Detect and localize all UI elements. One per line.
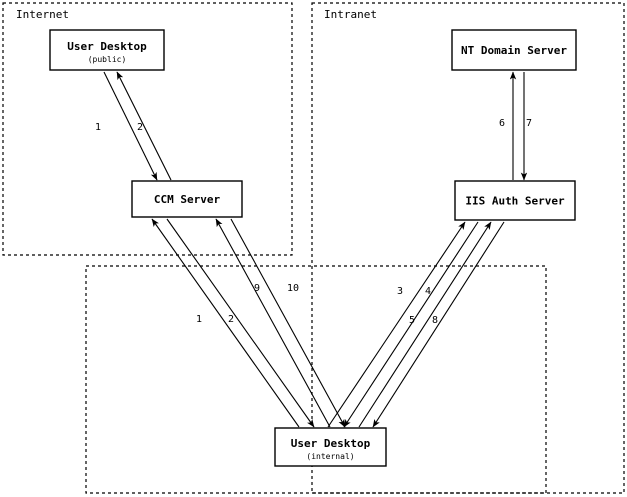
zone-boundary-internal-lan <box>85 265 547 494</box>
flow-step-label-1: 1 <box>196 314 202 325</box>
node-user-desktop-internal[interactable]: User Desktop (internal) <box>274 427 387 467</box>
zone-boundary-internet <box>2 2 293 256</box>
node-box-user-desktop-internal[interactable] <box>274 427 387 467</box>
edge-5-internal-to-iis <box>358 221 492 428</box>
flow-step-label-8: 8 <box>432 315 438 326</box>
flow-step-label-2: 2 <box>137 122 143 133</box>
node-title-nt-domain-server: NT Domain Server <box>461 44 567 57</box>
node-nt-domain-server[interactable]: NT Domain Server <box>451 29 577 71</box>
node-ccm-server[interactable]: CCM Server <box>131 180 243 218</box>
flow-step-label-9: 9 <box>254 283 260 294</box>
flow-step-label-10: 10 <box>287 283 299 294</box>
node-box-iis-auth-server[interactable] <box>454 180 576 221</box>
edge-1-public-to-ccm <box>103 71 158 181</box>
node-user-desktop-public[interactable]: User Desktop (public) <box>49 29 165 71</box>
edge-8-iis-to-internal <box>372 221 505 428</box>
zone-internal-lan <box>85 265 547 494</box>
node-title-iis-auth-server: IIS Auth Server <box>465 195 565 208</box>
node-subtitle-user-desktop-public: (public) <box>88 55 127 64</box>
edge-2-ccm-to-internal <box>166 218 315 428</box>
flow-step-label-7: 7 <box>526 118 532 129</box>
flow-step-label-4: 4 <box>425 286 431 297</box>
flow-step-label-1: 1 <box>95 122 101 133</box>
edge-10-ccm-to-internal <box>230 218 346 428</box>
node-box-user-desktop-public[interactable] <box>49 29 165 71</box>
node-title-user-desktop-public: User Desktop <box>67 40 147 53</box>
node-box-ccm-server[interactable] <box>131 180 243 218</box>
zone-internet: Internet <box>2 2 293 256</box>
edge-4-iis-to-internal <box>343 221 479 428</box>
node-subtitle-user-desktop-internal: (internal) <box>306 452 354 461</box>
zone-boundary-intranet <box>311 2 625 494</box>
edges-layer <box>103 71 528 428</box>
nodes-layer: User Desktop (public) CCM Server NT Domain … <box>49 29 577 467</box>
edge-3-internal-to-iis <box>327 221 466 428</box>
flow-step-label-3: 3 <box>397 286 403 297</box>
node-iis-auth-server[interactable]: IIS Auth Server <box>454 180 576 221</box>
flow-step-label-5: 5 <box>409 315 415 326</box>
flow-step-label-2: 2 <box>228 314 234 325</box>
zone-label-internet: Internet <box>16 8 69 21</box>
flow-labels-layer: 1 2 6 7 9 10 1 2 3 4 5 8 <box>95 118 532 326</box>
edge-9-internal-to-ccm <box>215 218 331 428</box>
edge-2-ccm-to-public <box>116 71 172 181</box>
zone-intranet: Intranet <box>311 2 625 494</box>
node-box-nt-domain-server[interactable] <box>451 29 577 71</box>
edge-1-internal-to-ccm <box>151 218 300 428</box>
node-title-user-desktop-internal: User Desktop <box>291 437 371 450</box>
flow-step-label-6: 6 <box>499 118 505 129</box>
node-title-ccm-server: CCM Server <box>154 193 221 206</box>
zone-label-intranet: Intranet <box>324 8 377 21</box>
